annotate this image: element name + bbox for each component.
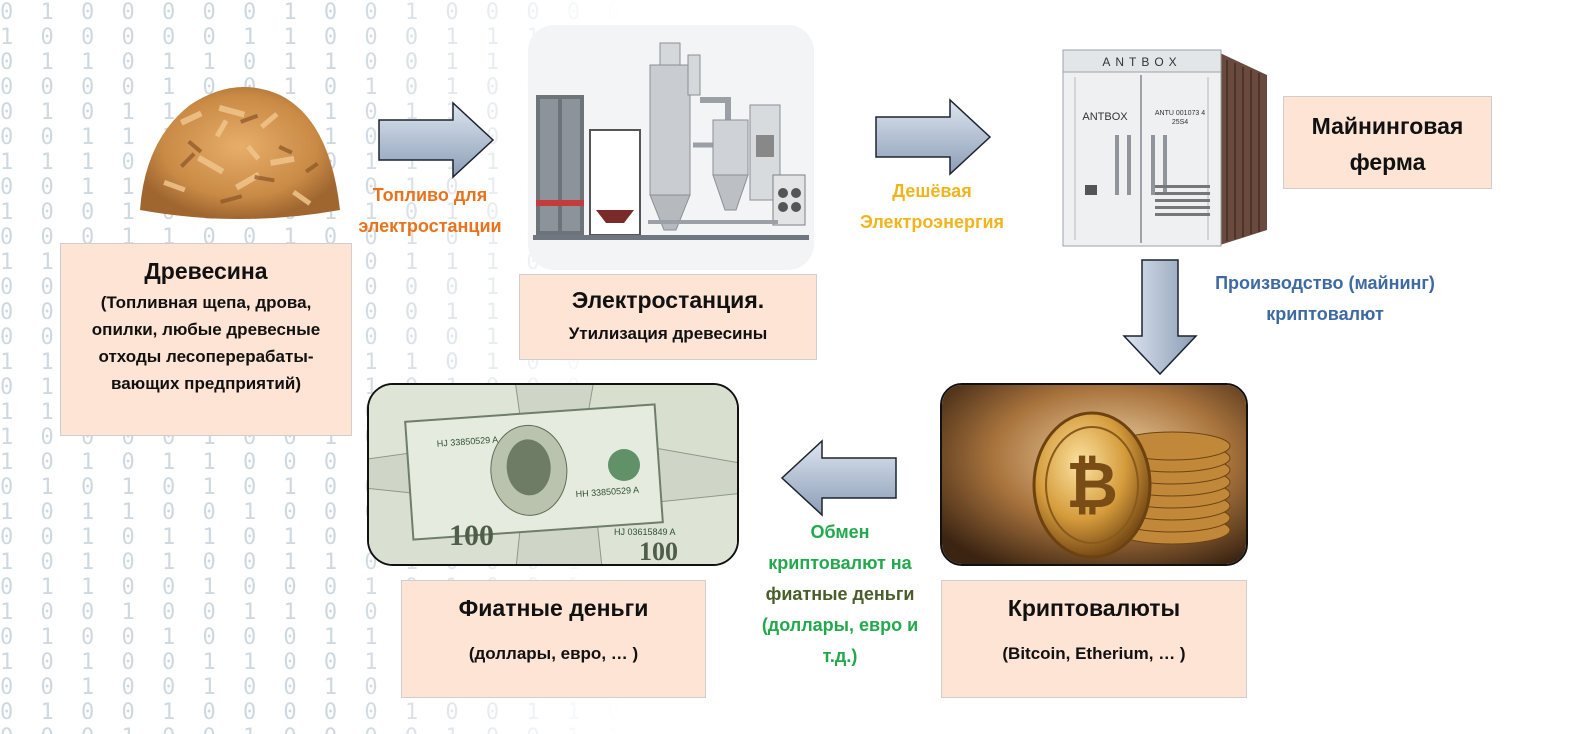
label-crypto-exchange: Обмен криптовалют на фиатные деньги (дол… xyxy=(740,517,940,672)
antbox-container-image: ANTBOX ANTBOX ANTU 001073 4 25S4 xyxy=(1055,35,1270,250)
power-plant-image xyxy=(528,25,814,270)
wood-node: Древесина (Топливная щепа, дрова, опилки… xyxy=(60,243,352,436)
crypto-title: Криптовалюты xyxy=(1007,595,1181,621)
crypto-desc: (Bitcoin, Etherium, … ) xyxy=(1002,644,1186,663)
wood-desc-line-4: вающих предприятий) xyxy=(111,374,301,393)
container-id-line2: 25S4 xyxy=(1172,119,1188,126)
binary-row: 1 0 0 0 0 0 1 1 0 0 0 1 1 1 0 0 0 1 1 1 … xyxy=(0,25,620,50)
label-mining-line-1: Производство (майнинг) xyxy=(1215,273,1435,293)
label-exchange-line-5: т.д.) xyxy=(822,646,858,666)
label-fuel-for-plant: Топливо для электростанции xyxy=(335,180,525,242)
bill-serial-1: HJ 33850529 A xyxy=(436,434,498,448)
power-plant-node: Электростанция. Утилизация древесины xyxy=(519,274,817,360)
mining-farm-title-line-2: ферма xyxy=(1349,149,1426,175)
wood-desc-line-2: опилки, любые древесные xyxy=(91,320,321,339)
label-electricity-line-1: Дешёвая xyxy=(892,181,972,201)
arrow-plant-to-farm xyxy=(875,98,992,176)
label-cheap-electricity: Дешёвая Электроэнергия xyxy=(832,176,1032,238)
wood-title: Древесина xyxy=(144,258,268,284)
arrow-wood-to-plant xyxy=(378,101,495,179)
bill-denomination: 100 xyxy=(449,519,494,552)
bill-serial-2: HH 33850529 A xyxy=(575,485,639,499)
wood-desc-line-1: (Топливная щепа, дрова, xyxy=(100,293,312,312)
bill-serial-3: HJ 03615849 A xyxy=(614,527,676,537)
label-exchange-line-2: криптовалют на xyxy=(768,553,912,573)
dollar-bills-image: HJ 33850529 A HH 33850529 A HJ 03615849 … xyxy=(367,383,739,566)
label-fuel-line-1: Топливо для xyxy=(372,185,488,205)
mining-farm-title-line-1: Майнинговая xyxy=(1311,113,1464,139)
arrow-crypto-to-fiat xyxy=(780,439,897,517)
svg-text:100: 100 xyxy=(639,537,678,566)
wood-desc-line-3: отходы лесоперерабаты- xyxy=(98,347,314,366)
mining-farm-node: Майнинговая ферма xyxy=(1283,96,1492,189)
binary-row: 0 0 0 1 0 0 1 0 0 0 0 1 0 0 1 1 0 0 0 xyxy=(0,725,620,734)
fiat-node: Фиатные деньги (доллары, евро, … ) xyxy=(401,580,706,698)
wood-chips-image xyxy=(120,50,355,235)
svg-text:₿: ₿ xyxy=(1066,449,1118,523)
container-id-line1: ANTU 001073 4 xyxy=(1155,110,1205,117)
container-top-brand: ANTBOX xyxy=(1102,55,1181,69)
container-door-brand: ANTBOX xyxy=(1082,111,1128,123)
label-mining-production: Производство (майнинг) криптовалют xyxy=(1190,268,1460,330)
label-fuel-line-2: электростанции xyxy=(358,216,502,236)
crypto-node: Криптовалюты (Bitcoin, Etherium, … ) xyxy=(941,580,1247,698)
power-plant-title-suffix: . xyxy=(757,287,765,313)
power-plant-title: Электростанция xyxy=(571,287,758,313)
binary-row: 0 1 0 0 0 0 0 1 0 0 1 0 0 0 0 0 1 0 0 1 … xyxy=(0,0,620,25)
arrow-farm-to-crypto xyxy=(1122,259,1198,376)
fiat-title: Фиатные деньги xyxy=(458,595,649,621)
fiat-desc: (доллары, евро, … ) xyxy=(468,644,639,663)
label-exchange-line-4: (доллары, евро и xyxy=(761,615,919,635)
label-mining-line-2: криптовалют xyxy=(1266,304,1384,324)
power-plant-title-row: Электростанция. xyxy=(520,287,816,314)
bitcoin-coins-image: ₿ xyxy=(940,383,1248,566)
binary-row: 0 1 0 0 1 0 0 0 0 0 1 0 0 1 1 0 0 0 0 xyxy=(0,700,620,725)
label-electricity-line-2: Электроэнергия xyxy=(859,212,1005,232)
label-exchange-line-3: фиатные деньги xyxy=(765,584,915,604)
power-plant-desc: Утилизация древесины xyxy=(568,324,768,343)
label-exchange-line-1: Обмен xyxy=(810,522,870,542)
